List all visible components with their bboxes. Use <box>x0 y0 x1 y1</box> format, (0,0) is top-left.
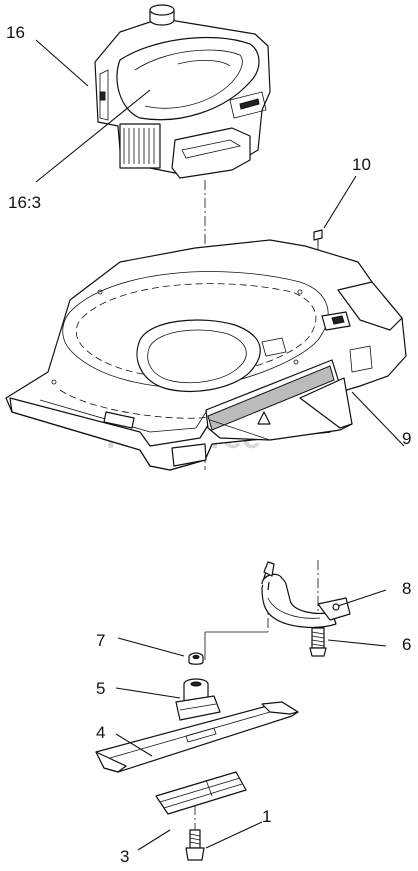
baffle-part <box>205 359 353 441</box>
bolt-10-part <box>313 229 323 246</box>
callout-16: 16 <box>6 23 25 42</box>
blade-part <box>95 701 299 773</box>
leader-9 <box>351 391 405 447</box>
hub-part <box>175 678 221 721</box>
leader-5 <box>115 687 181 699</box>
engine-cooling-fins <box>119 123 161 169</box>
callout-labels: 16 16:3 10 9 8 7 6 5 4 3 1 <box>6 23 411 866</box>
leader-8 <box>337 589 387 607</box>
leader-3 <box>137 829 171 851</box>
callout-1: 1 <box>262 807 271 826</box>
callout-10: 10 <box>352 155 371 174</box>
bolt-6-part <box>309 627 327 657</box>
mower-deck-part <box>5 239 407 471</box>
leader-6 <box>327 639 387 647</box>
callout-16-3: 16:3 <box>8 193 41 212</box>
callout-3: 3 <box>120 847 129 866</box>
callout-leaders <box>35 39 405 851</box>
leader-4 <box>115 733 153 757</box>
callout-6: 6 <box>402 635 411 654</box>
callout-5: 5 <box>96 679 105 698</box>
leader-16 <box>35 39 89 87</box>
bolt-1-part <box>185 829 205 861</box>
key-part <box>188 652 204 665</box>
engine-part <box>94 4 271 179</box>
callout-4: 4 <box>96 723 105 742</box>
leader-7 <box>117 637 185 657</box>
stiffener-part <box>155 771 247 815</box>
callout-8: 8 <box>402 579 411 598</box>
leader-1 <box>205 821 263 849</box>
leader-16-3 <box>35 89 151 183</box>
blade-adapter-part <box>261 561 351 628</box>
callout-7: 7 <box>96 631 105 650</box>
leader-10 <box>323 175 357 229</box>
callout-9: 9 <box>402 429 411 448</box>
